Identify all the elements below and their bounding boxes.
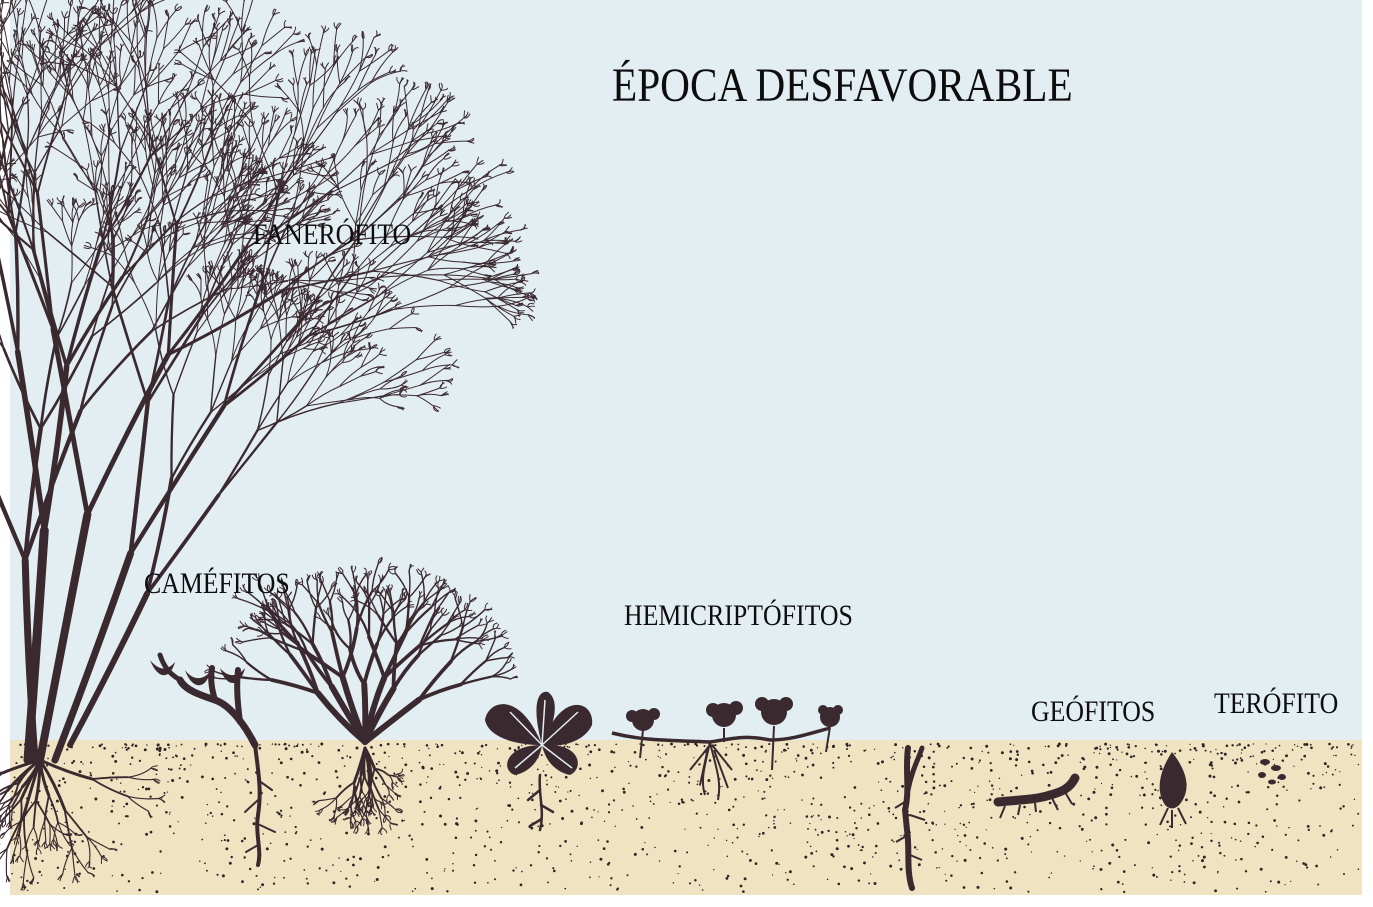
fanerofito-tree: [0, 0, 540, 891]
label-camefitos: CAMÉFITOS: [144, 567, 290, 600]
label-hemicriptofitos: HEMICRIPTÓFITOS: [624, 599, 853, 632]
soil-texture: [11, 742, 1360, 894]
camefito-shrub: [204, 557, 518, 836]
label-fanerofito: FANERÓFITO: [253, 218, 412, 251]
hemicriptofito-rosette: [485, 691, 593, 832]
soil-ground: [10, 740, 1362, 895]
hemicriptofito-stolons: [611, 697, 843, 801]
geofito-rhizome: [993, 773, 1080, 819]
terofito-seeds: [1258, 759, 1286, 785]
label-geofitos: GEÓFITOS: [1031, 695, 1156, 728]
geofito-bulb-sprout: [894, 745, 926, 891]
diagram-title: ÉPOCA DESFAVORABLE: [612, 59, 1073, 112]
geofito-bulb: [1159, 752, 1187, 828]
label-terofito: TERÓFITO: [1214, 687, 1339, 720]
